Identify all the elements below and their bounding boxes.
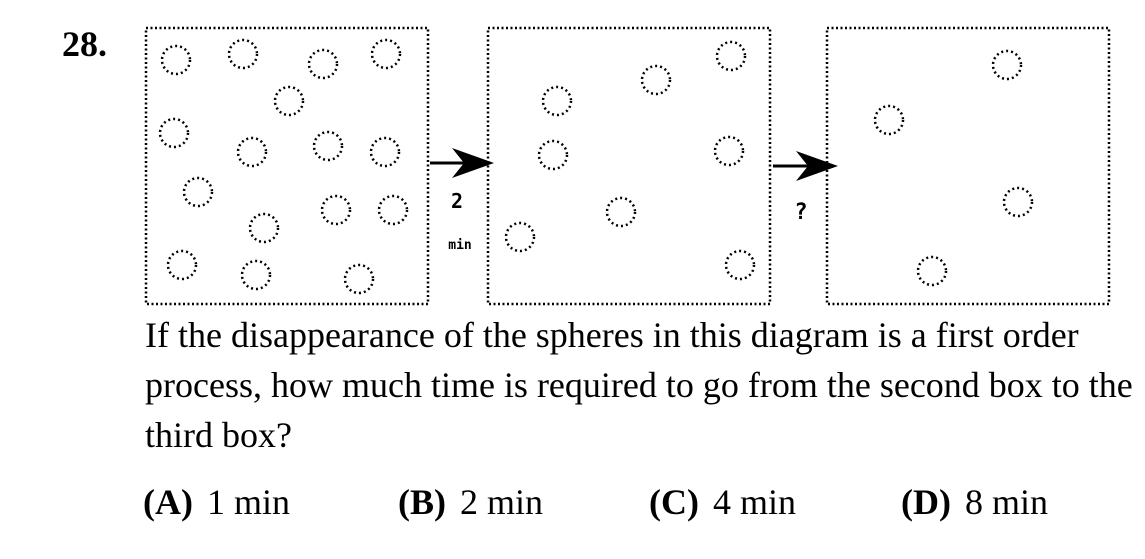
sphere [227,38,259,70]
sphere [160,44,192,76]
sphere [605,196,637,228]
sphere [240,259,272,291]
sphere [158,117,190,149]
sphere [236,136,268,168]
box-2 [486,26,772,306]
sphere [991,49,1023,81]
arrow-1-label-bottom: min [448,238,471,253]
sphere [166,249,198,281]
sphere [537,139,569,171]
choice-value: 8 min [964,482,1048,522]
choice-letter: (B) [398,482,446,522]
choice-b[interactable]: (B) 2 min [398,482,543,522]
sphere [377,194,409,226]
sphere [713,135,745,167]
choice-c[interactable]: (C) 4 min [649,482,796,522]
box-1 [144,26,430,306]
choice-letter: (C) [649,482,699,522]
box-3-spheres [873,49,1034,287]
choice-letter: (D) [901,482,951,522]
choice-a[interactable]: (A) 1 min [143,482,290,522]
choice-d[interactable]: (D) 8 min [901,482,1048,522]
sphere [312,130,344,162]
choice-value: 1 min [206,482,290,522]
question-number: 28. [62,24,107,64]
sphere [1002,186,1034,218]
sphere [370,38,402,70]
sphere [307,48,339,80]
box-1-spheres [158,38,409,295]
box-3 [825,26,1111,306]
sphere [715,40,747,72]
sphere [640,64,672,96]
sphere [873,104,905,136]
question-text: If the disappearance of the spheres in t… [145,315,1133,455]
arrow-1-label-top: 2 [451,189,463,213]
sphere-diagram: 2 min ? [144,26,1111,306]
sphere [541,85,573,117]
sphere [320,194,352,226]
sphere [504,221,536,253]
box-2-spheres [504,40,756,281]
sphere [724,249,756,281]
sphere [248,212,280,244]
sphere [916,255,948,287]
sphere [273,85,305,117]
sphere [343,263,375,295]
choice-value: 4 min [712,482,796,522]
arrow-2-label: ? [794,200,807,225]
sphere [182,176,214,208]
choice-letter: (A) [143,482,193,522]
choice-value: 2 min [460,482,544,522]
sphere [369,136,401,168]
